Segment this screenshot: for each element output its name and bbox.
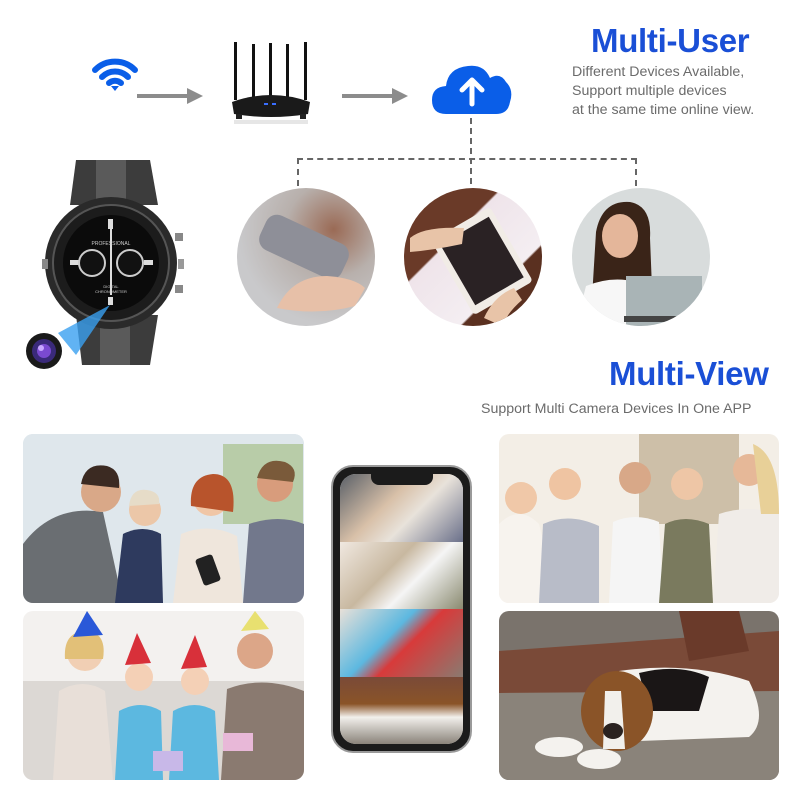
photo-party-family: [23, 611, 304, 780]
svg-text:DIGITAL: DIGITAL: [103, 284, 119, 289]
multi-view-subtitle: Support Multi Camera Devices In One APP: [481, 401, 752, 417]
photo-toast-group: [499, 434, 779, 603]
wifi-icon: [92, 58, 138, 91]
phone-mockup: [331, 465, 472, 753]
multi-user-description: Different Devices Available, Support mul…: [572, 63, 754, 120]
router-icon: [232, 42, 310, 124]
description-line: at the same time online view.: [572, 102, 755, 118]
connector-right: [635, 158, 637, 186]
svg-text:CHRONOMETER: CHRONOMETER: [95, 289, 127, 294]
connector-horizontal: [297, 158, 637, 160]
friends-illustration: [23, 434, 304, 603]
phone-notch: [371, 473, 433, 485]
photo-friends-phone: [23, 434, 304, 603]
multi-view-title: Multi-View: [609, 355, 769, 392]
phone-screen: [340, 474, 463, 744]
multi-user-title: Multi-User: [591, 22, 750, 59]
spy-watch-image: PROFESSIONAL DIGITAL CHRONOMETER: [26, 160, 184, 369]
device-laptop: [572, 188, 710, 326]
tablet-hands-icon: [410, 208, 532, 326]
party-illustration: [23, 611, 304, 780]
cloud-upload-icon: [432, 65, 512, 114]
connector-left: [297, 158, 299, 186]
screen-feed-party: [340, 609, 463, 677]
woman-laptop-icon: [576, 201, 706, 326]
screen-feed-toast: [340, 541, 463, 609]
screen-feed-friends: [340, 474, 463, 542]
device-tablet: [404, 188, 542, 326]
toast-illustration: [499, 434, 779, 603]
photo-basset-puppy: [499, 611, 779, 780]
flow-arrow-2: [342, 88, 408, 104]
connector-vertical-main: [470, 118, 472, 184]
phone-hand-icon: [259, 214, 365, 312]
svg-text:PROFESSIONAL: PROFESSIONAL: [92, 241, 131, 247]
description-line: Support multiple devices: [572, 83, 727, 99]
flow-arrow-1: [137, 88, 203, 104]
description-line: Different Devices Available,: [572, 64, 745, 80]
device-smartphone: [237, 188, 375, 326]
puppy-illustration: [499, 611, 779, 780]
screen-feed-puppy: [340, 676, 463, 744]
